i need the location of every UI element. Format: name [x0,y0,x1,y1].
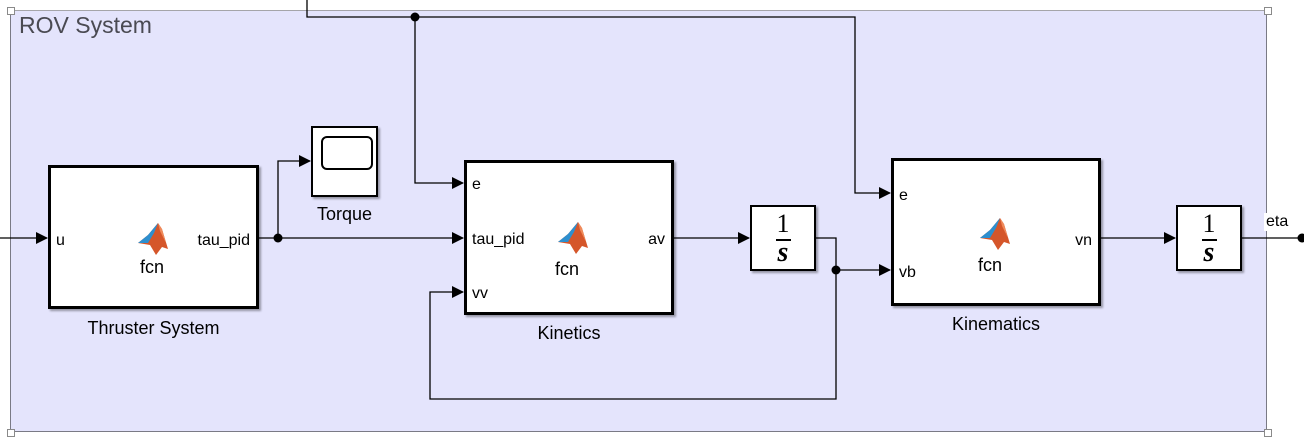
integrator-numerator: 1 [776,209,790,238]
junction-dot [410,12,420,22]
scope-screen-icon [321,136,373,170]
block-name-kinetics[interactable]: Kinetics [537,323,601,343]
fraction-bar [1202,239,1217,241]
junction-dot [273,233,283,243]
signal-vv-feedback [429,270,837,400]
integrator-block-2[interactable]: 1 s [1176,205,1242,271]
junction-dot [831,265,841,275]
port-e: e [472,176,481,193]
integrator-denominator: s [1203,237,1215,268]
port-u: u [56,232,65,249]
function-name: fcn [978,255,1003,275]
kinematics-block[interactable]: e vb vn fcn [891,158,1101,306]
integrator-block-1[interactable]: 1 s [750,205,816,271]
signal-vb [815,237,891,276]
fraction-bar [776,239,791,241]
signal-label-eta[interactable]: eta [1264,213,1291,231]
resize-handle-bottom-left[interactable] [7,429,15,437]
block-name-thruster[interactable]: Thruster System [87,318,220,338]
matlab-logo-icon [980,218,1010,250]
port-vb: vb [899,264,916,281]
port-tau-pid: tau_pid [197,232,251,249]
area-title: ROV System [19,12,152,38]
resize-handle-top-left[interactable] [7,7,15,15]
integrator-numerator: 1 [1202,209,1216,238]
function-name: fcn [555,259,580,279]
signal-e-top [306,0,891,199]
port-e: e [899,187,908,204]
port-vv: vv [472,285,488,302]
signal-e-kinetics [414,17,464,189]
resize-handle-top-right[interactable] [1264,7,1272,15]
block-name-torque[interactable]: Torque [316,204,373,224]
matlab-logo-icon [558,222,588,254]
torque-scope-block[interactable] [311,126,378,197]
function-name: fcn [140,257,165,277]
integrator-denominator: s [777,237,789,268]
matlab-logo-icon [138,223,168,255]
output-port-dot [1297,233,1304,243]
resize-handle-bottom-right[interactable] [1264,429,1272,437]
port-vn: vn [1075,232,1092,249]
port-tau-pid: tau_pid [472,231,525,248]
signal-to-scope [277,155,311,238]
thruster-system-block[interactable]: u tau_pid fcn [48,165,259,309]
port-av: av [648,231,665,248]
block-name-kinematics[interactable]: Kinematics [951,314,1041,334]
kinetics-block[interactable]: e tau_pid vv av fcn [464,160,674,315]
